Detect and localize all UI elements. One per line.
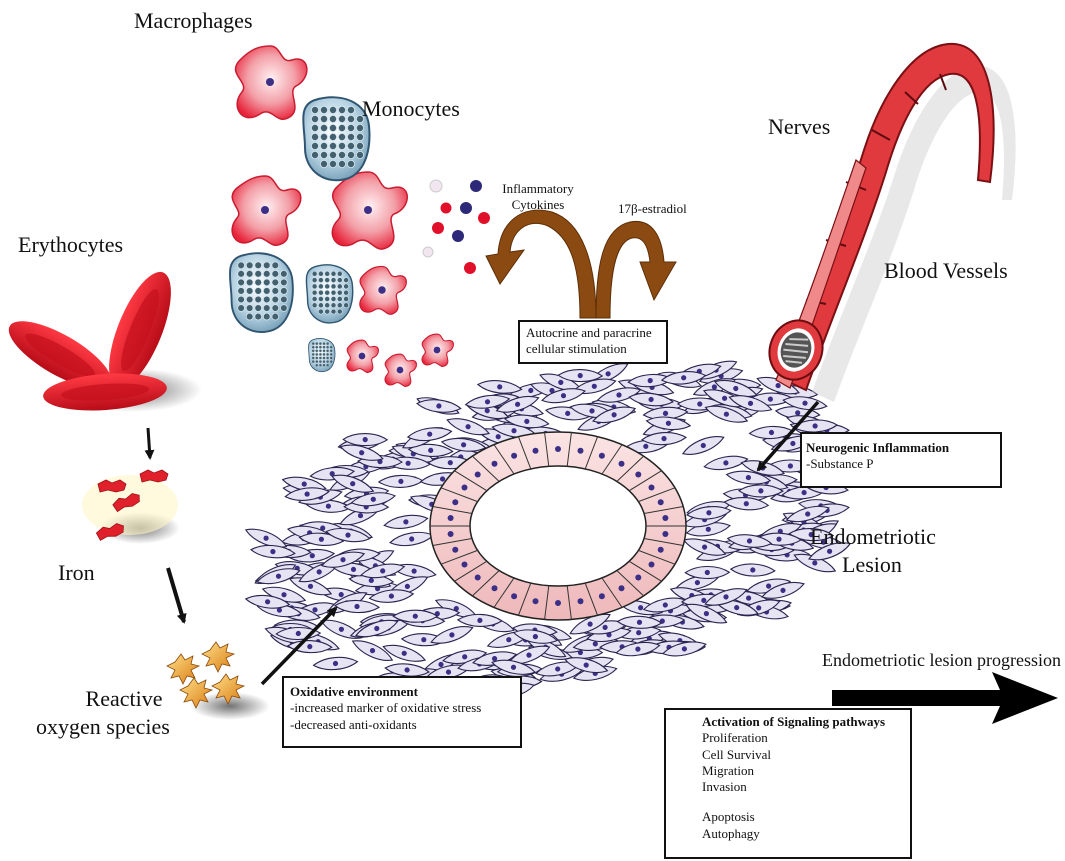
signaling-pathways-box: Activation of Signaling pathways Prolife…	[664, 708, 912, 859]
estradiol-arrows	[486, 210, 676, 318]
autocrine-line2: cellular stimulation	[526, 341, 660, 357]
ros-label-line2: oxygen species	[36, 714, 170, 739]
macrophage-cell	[422, 334, 453, 366]
macrophage-cell	[236, 46, 307, 119]
signaling-down-item: Autophagy	[702, 826, 910, 842]
stromal-cell	[313, 656, 358, 672]
oxidative-title: Oxidative environment	[290, 684, 514, 700]
signaling-title: Activation of Signaling pathways	[702, 714, 910, 730]
stromal-cell	[379, 475, 423, 488]
neurogenic-title: Neurogenic Inflammation	[806, 440, 996, 456]
arrow-erythrocytes-to-iron	[148, 428, 150, 458]
cytokines-label-line1: Inflammatory	[488, 182, 588, 197]
lesion-label-line1: Endometriotic	[810, 524, 936, 549]
nerves-label: Nerves	[768, 114, 830, 139]
macrophages-label: Macrophages	[134, 8, 253, 33]
stromal-cell	[685, 566, 729, 578]
progression-label: Endometriotic lesion progression	[822, 650, 1061, 671]
monocytes-label: Monocytes	[362, 96, 460, 121]
signaling-up-item: Proliferation	[702, 730, 910, 746]
stromal-cell	[383, 512, 428, 531]
signaling-up-item: Invasion	[702, 779, 910, 795]
macrophage-cell	[347, 340, 378, 372]
autocrine-line1: Autocrine and paracrine	[526, 325, 660, 341]
monocyte-cell	[303, 97, 369, 180]
autocrine-paracrine-box: Autocrine and paracrine cellular stimula…	[518, 320, 668, 364]
endometriotic-gland	[430, 432, 686, 620]
signaling-down-item: Apoptosis	[702, 809, 910, 825]
stromal-cell	[731, 563, 775, 577]
arrow-iron-to-ros	[168, 568, 184, 622]
macrophage-cell	[232, 176, 301, 245]
signaling-up-item: Migration	[702, 763, 910, 779]
cytokine-particles	[423, 180, 490, 274]
erythocytes-label: Erythocytes	[18, 232, 123, 257]
signaling-spacer	[702, 795, 910, 809]
blood-vessels-label: Blood Vessels	[884, 258, 1008, 283]
oxidative-line1: -increased marker of oxidative stress	[290, 700, 514, 716]
cytokines-label-line2: Cytokines	[488, 198, 588, 213]
iron-label: Iron	[58, 560, 95, 585]
monocyte-cell	[308, 339, 334, 372]
macrophage-cell	[332, 172, 407, 249]
macrophage-cell	[385, 354, 416, 386]
stromal-cell	[681, 432, 726, 460]
iron-group	[82, 470, 180, 544]
oxidative-line2: -decreased anti-oxidants	[290, 717, 514, 733]
signaling-up-item: Cell Survival	[702, 747, 910, 763]
nerves-blood-vessels	[761, 44, 1015, 402]
neurogenic-line1: -Substance P	[806, 456, 996, 472]
monocyte-cell	[306, 265, 352, 323]
monocyte-cell	[230, 253, 293, 332]
oxidative-environment-box: Oxidative environment -increased marker …	[282, 676, 522, 748]
ros-label-line1: Reactive	[64, 686, 184, 711]
lesion-label-line2: Lesion	[842, 552, 902, 577]
macrophage-cell	[360, 266, 406, 314]
neurogenic-inflammation-box: Neurogenic Inflammation -Substance P	[800, 432, 1002, 488]
stromal-cell	[389, 529, 434, 548]
estradiol-label: 17β-estradiol	[618, 202, 687, 217]
erythrocytes-group	[0, 264, 202, 414]
